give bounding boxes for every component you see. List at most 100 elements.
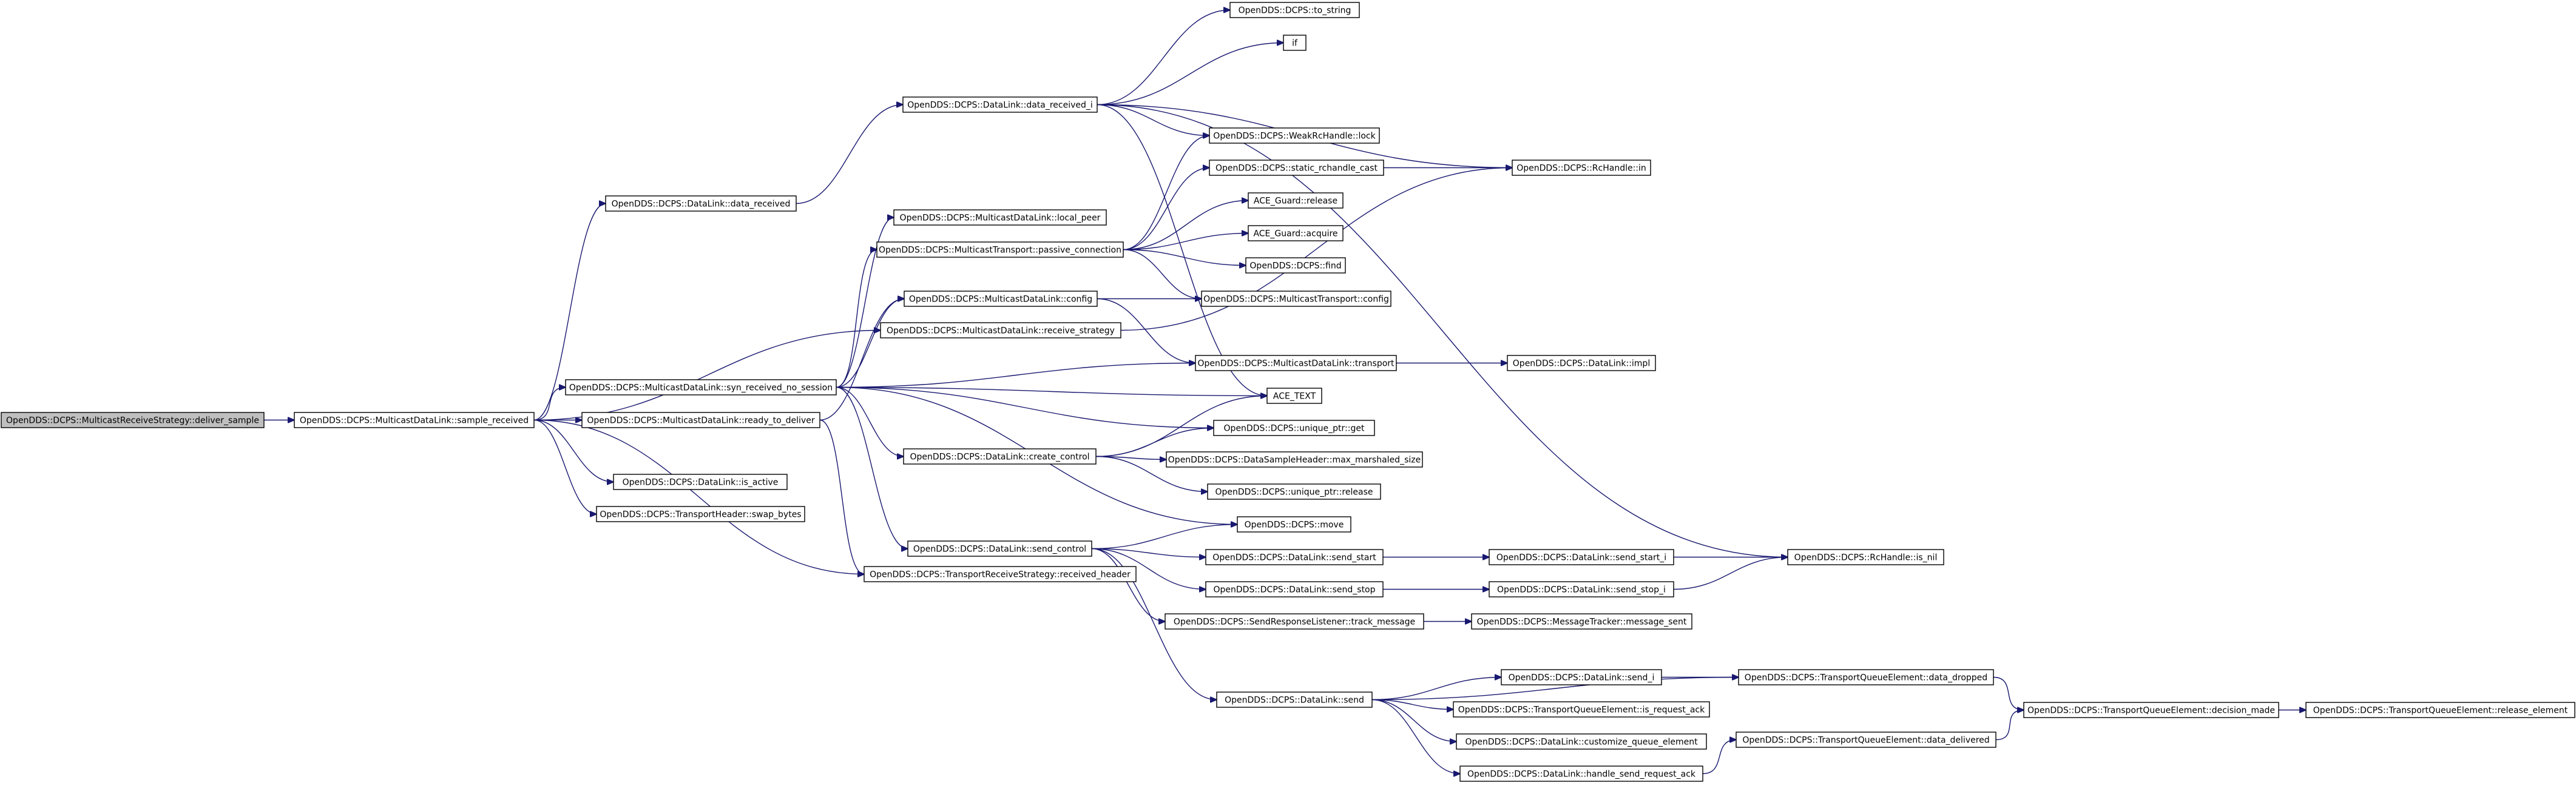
node-swap-bytes[interactable]: OpenDDS::DCPS::TransportHeader::swap_byt… [596, 506, 805, 522]
node-received-header[interactable]: OpenDDS::DCPS::TransportReceiveStrategy:… [864, 566, 1137, 582]
node-label: OpenDDS::DCPS::MulticastDataLink::transp… [1197, 359, 1394, 369]
node-box [1738, 669, 1994, 685]
node-mt-config[interactable]: OpenDDS::DCPS::MulticastTransport::confi… [1201, 291, 1391, 307]
node-send-stop-i[interactable]: OpenDDS::DCPS::DataLink::send_stop_i [1489, 581, 1674, 597]
node-ace-text[interactable]: ACE_TEXT [1266, 388, 1322, 404]
node-data-received[interactable]: OpenDDS::DCPS::DataLink::data_received [605, 195, 797, 212]
node-label: OpenDDS::DCPS::unique_ptr::get [1224, 424, 1365, 434]
edge-passive_connection-to-guard_release [1123, 201, 1248, 251]
node-move[interactable]: OpenDDS::DCPS::move [1237, 516, 1351, 533]
node-box [1166, 451, 1423, 468]
edge-sample_received-to-swap_bytes [533, 419, 597, 514]
edge-create_control-to-unique_get [1095, 428, 1214, 457]
edge-dl_send-to-data_dropped [1371, 678, 1739, 701]
node-label: OpenDDS::DCPS::static_rchandle_cast [1215, 164, 1378, 173]
node-send-start-i[interactable]: OpenDDS::DCPS::DataLink::send_start_i [1489, 549, 1674, 565]
edge-syn_received-to-passive_connection [836, 250, 877, 388]
node-label: OpenDDS::DCPS::DataLink::send_i [1509, 673, 1655, 683]
node-box [880, 322, 1121, 338]
node-send-stop[interactable]: OpenDDS::DCPS::DataLink::send_stop [1205, 581, 1384, 597]
node-label: OpenDDS::DCPS::DataLink::send_start [1212, 553, 1376, 563]
node-handle-send-request-ack[interactable]: OpenDDS::DCPS::DataLink::handle_send_req… [1459, 765, 1703, 782]
node-box [1201, 291, 1391, 307]
node-receive-strategy[interactable]: OpenDDS::DCPS::MulticastDataLink::receiv… [880, 322, 1121, 338]
node-label: OpenDDS::DCPS::to_string [1239, 6, 1351, 16]
node-ready-to-deliver[interactable]: OpenDDS::DCPS::MulticastDataLink::ready_… [581, 412, 820, 428]
edge-data_received-to-data_received_i [796, 105, 903, 204]
edge-syn_received-to-unique_get [836, 386, 1214, 428]
node-box [1512, 160, 1651, 176]
node-message-sent[interactable]: OpenDDS::DCPS::MessageTracker::message_s… [1471, 613, 1692, 630]
edge-ready_to_deliver-to-received_header [819, 419, 864, 574]
node-create-control[interactable]: OpenDDS::DCPS::DataLink::create_control [903, 448, 1097, 465]
node-box [876, 241, 1124, 258]
node-data-dropped[interactable]: OpenDDS::DCPS::TransportQueueElement::da… [1738, 669, 1994, 685]
node-box [1216, 691, 1373, 708]
node-track-message[interactable]: OpenDDS::DCPS::SendResponseListener::tra… [1165, 613, 1424, 630]
node-find[interactable]: OpenDDS::DCPS::find [1245, 257, 1346, 274]
edge-sample_received-to-data_received [533, 204, 606, 421]
node-label: ACE_Guard::acquire [1253, 229, 1337, 239]
node-sample-received[interactable]: OpenDDS::DCPS::MulticastDataLink::sample… [294, 412, 535, 428]
node-box [613, 474, 788, 490]
node-passive-connection[interactable]: OpenDDS::DCPS::MulticastTransport::passi… [876, 241, 1124, 258]
node-data-received-i[interactable]: OpenDDS::DCPS::DataLink::data_received_i [902, 96, 1098, 113]
node-if[interactable]: if [1283, 35, 1307, 51]
edge-dl_send-to-is_request_ack [1371, 699, 1453, 710]
node-customize-queue[interactable]: OpenDDS::DCPS::DataLink::customize_queue… [1456, 733, 1707, 750]
node-local-peer[interactable]: OpenDDS::DCPS::MulticastDataLink::local_… [893, 209, 1107, 226]
node-syn-received[interactable]: OpenDDS::DCPS::MulticastDataLink::syn_re… [565, 379, 837, 395]
node-max-marshaled[interactable]: OpenDDS::DCPS::DataSampleHeader::max_mar… [1166, 451, 1423, 468]
node-label: OpenDDS::DCPS::MulticastReceiveStrategy:… [6, 416, 259, 426]
edge-data_received_i-to-if [1097, 43, 1283, 106]
node-dl-send[interactable]: OpenDDS::DCPS::DataLink::send [1216, 691, 1373, 708]
node-is-request-ack[interactable]: OpenDDS::DCPS::TransportQueueElement::is… [1453, 701, 1710, 718]
node-label: OpenDDS::DCPS::DataLink::data_received_i [907, 101, 1093, 110]
node-send-i[interactable]: OpenDDS::DCPS::DataLink::send_i [1501, 669, 1662, 685]
node-box [902, 96, 1098, 113]
node-send-start[interactable]: OpenDDS::DCPS::DataLink::send_start [1205, 549, 1384, 565]
node-box [605, 195, 797, 212]
node-label: OpenDDS::DCPS::DataLink::send_start_i [1496, 553, 1666, 563]
node-static-rchandle-cast[interactable]: OpenDDS::DCPS::static_rchandle_cast [1209, 160, 1384, 176]
node-dl-impl[interactable]: OpenDDS::DCPS::DataLink::impl [1507, 355, 1656, 371]
node-release-element[interactable]: OpenDDS::DCPS::TransportQueueElement::re… [2305, 702, 2575, 718]
node-label: OpenDDS::DCPS::MulticastDataLink::sample… [300, 416, 529, 426]
edge-send_stop_i-to-rc_is_nil [1673, 557, 1788, 590]
edge-syn_received-to-ace_text [836, 386, 1267, 396]
node-box [1471, 613, 1692, 630]
edge-receive_strategy-to-rchandle_in [1120, 168, 1512, 331]
node-box [1283, 35, 1307, 51]
node-decision-made[interactable]: OpenDDS::DCPS::TransportQueueElement::de… [2023, 702, 2279, 718]
node-send-control[interactable]: OpenDDS::DCPS::DataLink::send_control [907, 540, 1092, 557]
node-mdl-transport[interactable]: OpenDDS::DCPS::MulticastDataLink::transp… [1195, 355, 1397, 371]
node-label: OpenDDS::DCPS::WeakRcHandle::lock [1213, 132, 1376, 141]
node-label: OpenDDS::DCPS::MulticastDataLink::ready_… [587, 416, 814, 426]
node-label: OpenDDS::DCPS::find [1249, 261, 1341, 271]
node-label: OpenDDS::DCPS::DataLink::handle_send_req… [1467, 770, 1696, 779]
edge-ready_to_deliver-to-mdl_config [819, 299, 904, 421]
node-label: OpenDDS::DCPS::DataLink::send_stop_i [1497, 585, 1666, 595]
node-label: OpenDDS::DCPS::DataLink::is_active [623, 478, 779, 488]
node-box [1245, 257, 1346, 274]
node-weak-lock[interactable]: OpenDDS::DCPS::WeakRcHandle::lock [1209, 127, 1380, 144]
node-deliver-sample[interactable]: OpenDDS::DCPS::MulticastReceiveStrategy:… [1, 412, 265, 428]
edge-syn_received-to-create_control [836, 386, 904, 457]
node-guard-acquire[interactable]: ACE_Guard::acquire [1248, 225, 1344, 241]
edge-passive_connection-to-mt_config [1123, 249, 1202, 299]
node-guard-release[interactable]: ACE_Guard::release [1248, 192, 1344, 209]
node-mdl-config[interactable]: OpenDDS::DCPS::MulticastDataLink::config [904, 291, 1098, 307]
node-label: OpenDDS::DCPS::DataLink::impl [1513, 359, 1650, 369]
node-is-active[interactable]: OpenDDS::DCPS::DataLink::is_active [613, 474, 788, 490]
node-rc-is-nil[interactable]: OpenDDS::DCPS::RcHandle::is_nil [1787, 549, 1944, 565]
node-box [1507, 355, 1656, 371]
node-label: OpenDDS::DCPS::MulticastDataLink::syn_re… [569, 383, 833, 393]
node-to-string[interactable]: OpenDDS::DCPS::to_string [1229, 2, 1360, 18]
node-unique-get[interactable]: OpenDDS::DCPS::unique_ptr::get [1213, 420, 1375, 436]
edge-send_control-to-move [1091, 525, 1237, 550]
edge-passive_connection-to-guard_acquire [1123, 234, 1248, 251]
node-rchandle-in[interactable]: OpenDDS::DCPS::RcHandle::in [1512, 160, 1651, 176]
node-data-delivered[interactable]: OpenDDS::DCPS::TransportQueueElement::da… [1736, 732, 1996, 748]
node-unique-release[interactable]: OpenDDS::DCPS::unique_ptr::release [1207, 483, 1381, 500]
node-box [1501, 669, 1662, 685]
